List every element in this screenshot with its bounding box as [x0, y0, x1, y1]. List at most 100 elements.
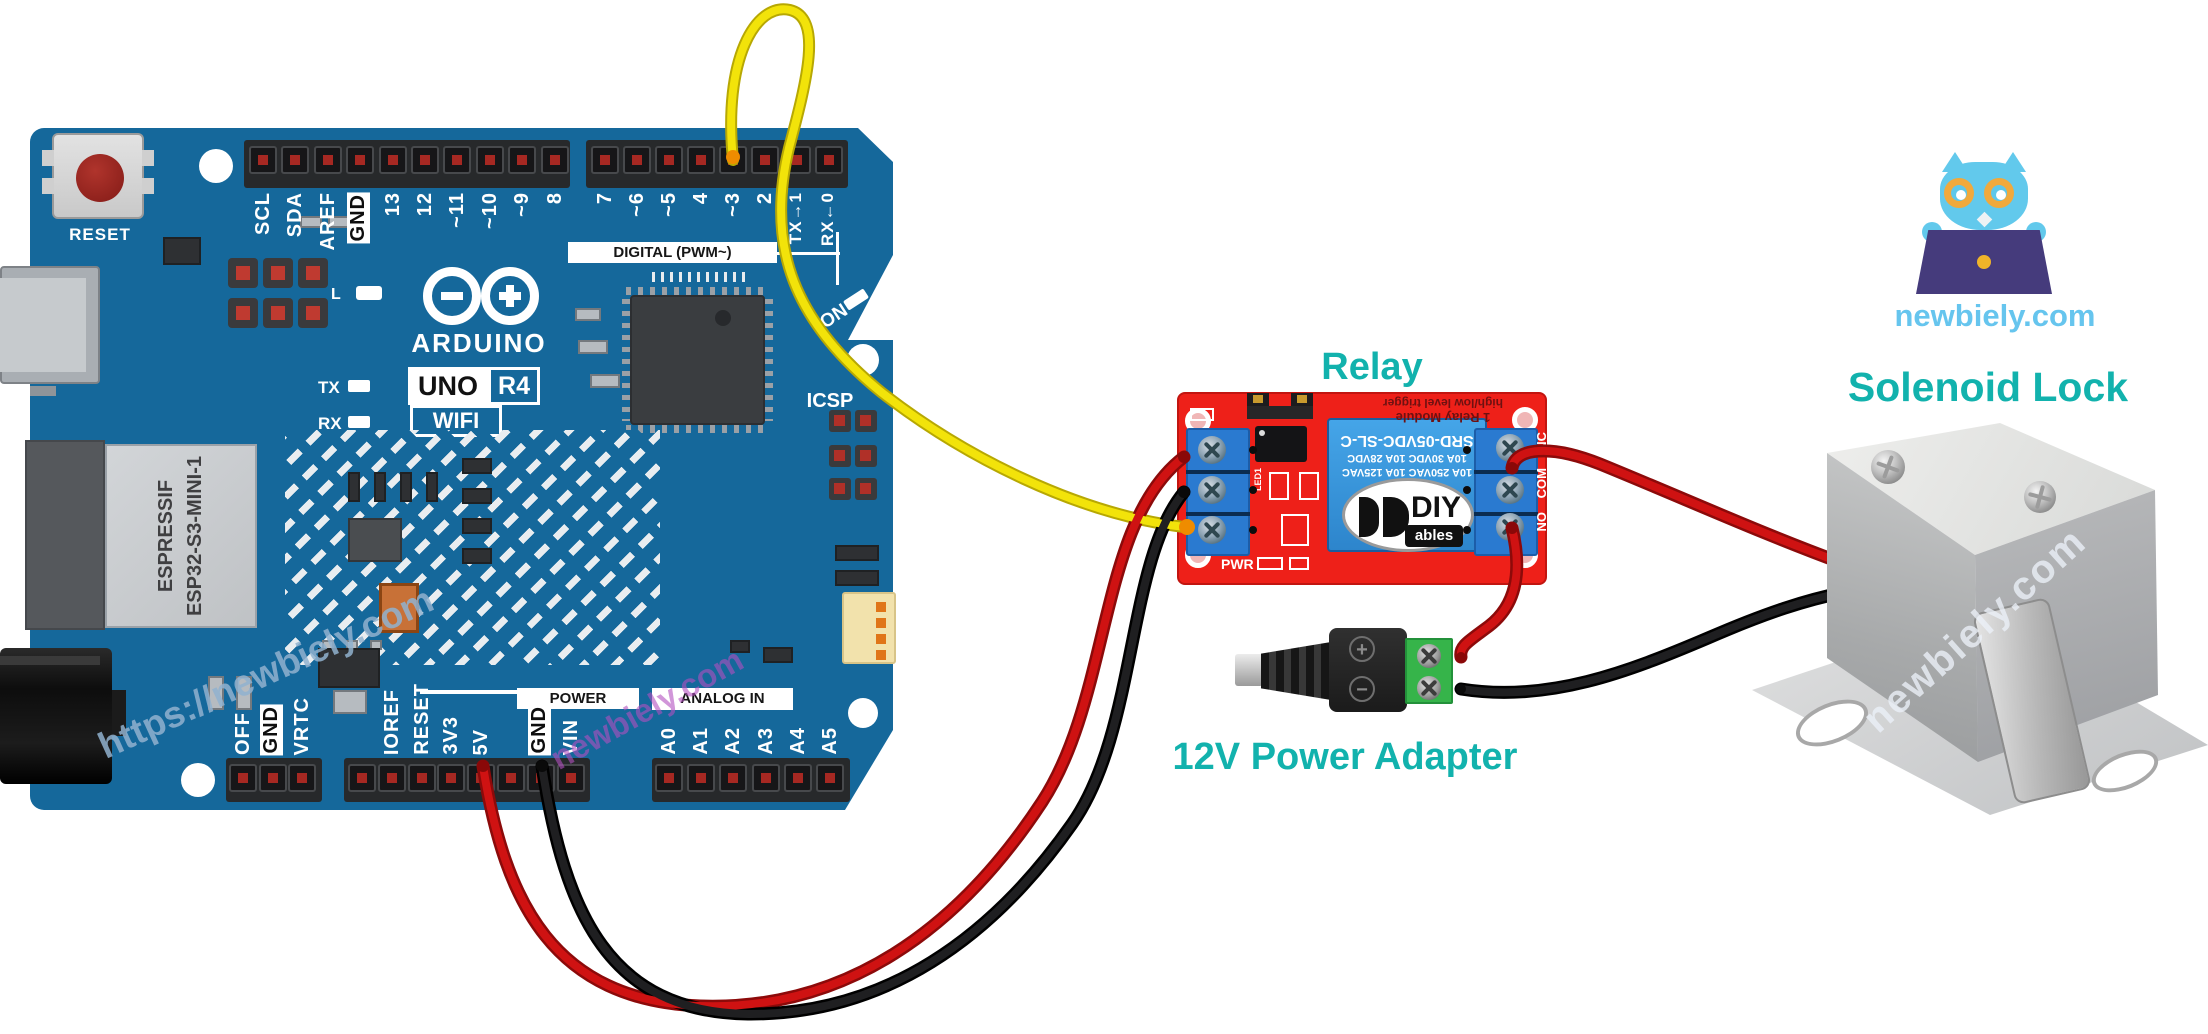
- newbiely-logo: newbiely.com: [1880, 150, 2110, 333]
- terminal-screw: [1198, 516, 1226, 544]
- smd-component: [426, 472, 438, 502]
- r4-badge: R4: [488, 367, 540, 405]
- header-pin-A5: [816, 764, 844, 792]
- pin-label-~6: ~6: [626, 192, 648, 217]
- pin-label-IOREF: IOREF: [380, 688, 403, 755]
- contact-label-NC: NC: [1534, 432, 1549, 451]
- arduino-logo-ring-plus: [481, 267, 539, 325]
- smd-component: [575, 308, 601, 321]
- relay-title: Relay: [1321, 346, 1423, 388]
- adapter-title: 12V Power Adapter: [1172, 736, 1518, 778]
- pin-label-RX←0: RX←0: [818, 192, 837, 247]
- header-pin-~5: [655, 146, 683, 174]
- solenoid-title: Solenoid Lock: [1847, 364, 2129, 410]
- smd-component: [462, 488, 492, 504]
- pin-label-~11: ~11: [446, 192, 469, 228]
- debug-header-pin: [263, 258, 293, 288]
- relay-header-line1: 1 Relay Module: [1395, 410, 1491, 425]
- l-led: [356, 286, 382, 300]
- pin-label-~10: ~10: [478, 192, 501, 229]
- lock-screw: [1871, 450, 1905, 484]
- adapter-body: + −: [1329, 628, 1407, 712]
- smd-component: [300, 216, 322, 228]
- pin-label-~3: ~3: [722, 192, 744, 217]
- smd-component: [400, 472, 412, 502]
- silk-box: [1269, 472, 1289, 500]
- rx-led: [348, 416, 370, 428]
- qwiic-pin: [876, 634, 886, 644]
- relay-part-number: SRD-05VDC-SL-C: [1340, 432, 1474, 450]
- reset-label: RESET: [69, 225, 131, 244]
- pin-label-4: 4: [690, 192, 712, 205]
- header-pin-A4: [783, 764, 812, 792]
- silk-ticks: [652, 272, 748, 282]
- debug-header-pin: [298, 298, 328, 328]
- header-pin-A3: [751, 764, 780, 792]
- header-pin-~11: [443, 146, 472, 174]
- header-pin-A2: [719, 764, 748, 792]
- silk-box: [1257, 557, 1283, 570]
- header-pin-13: [378, 146, 407, 174]
- qwiic-pin: [876, 602, 886, 612]
- pin-label-12: 12: [414, 192, 436, 217]
- silk-line: [777, 252, 840, 255]
- mounting-hole: [848, 698, 878, 728]
- contact-label-NO: NO: [1534, 512, 1549, 532]
- smd-transistor: [163, 237, 201, 265]
- icsp-pin: [829, 445, 851, 467]
- solenoid-lock: [1750, 415, 2208, 825]
- mcu-pins: [765, 299, 773, 421]
- header-pin-8: [540, 146, 569, 174]
- relay-header-text: 1 Relay Module high/low level trigger: [1345, 394, 1541, 425]
- mcu-dot: [715, 310, 731, 326]
- pin-label-13: 13: [381, 192, 404, 217]
- owl-eye: [1996, 190, 2006, 200]
- dc-power-jack-tab: [112, 690, 126, 736]
- minus-symbol: −: [1349, 676, 1375, 702]
- arduino-logo-ring-minus: [423, 267, 481, 325]
- header-pin-~10: [475, 146, 504, 174]
- board-corner-cut: [858, 128, 893, 162]
- uno-badge: UNO: [408, 367, 488, 405]
- qwiic-pin: [876, 650, 886, 660]
- pin-label-A0: A0: [658, 727, 680, 755]
- header-pin-GND: [346, 146, 375, 174]
- board-corner-cut: [845, 730, 893, 810]
- silk-box: [1190, 408, 1214, 421]
- silk-box: [1281, 514, 1309, 546]
- barrel-plug-ridges: [1261, 642, 1331, 700]
- header-pin-TX→1: [783, 146, 811, 174]
- pin-label-3V3: 3V3: [440, 716, 463, 755]
- smd-component: [236, 676, 252, 710]
- pin-label-SDA: SDA: [284, 192, 307, 238]
- pin-label-SCL: SCL: [252, 192, 274, 235]
- qwiic-pin: [876, 618, 886, 628]
- on-led: [842, 288, 870, 311]
- pin-label-8: 8: [543, 192, 566, 205]
- mcu-pins: [626, 287, 769, 295]
- header-pin-RX←0: [815, 146, 843, 174]
- laptop-dot: [1977, 255, 1991, 269]
- mounting-hole: [181, 763, 215, 797]
- pin-label-7: 7: [594, 192, 616, 205]
- debug-header-pin: [263, 298, 293, 328]
- icsp-pin: [855, 410, 877, 432]
- arduino-brand: ARDUINO: [411, 328, 547, 358]
- smd-component: [462, 458, 492, 474]
- pin-label-A5: A5: [819, 727, 841, 755]
- reset-button-tab: [142, 150, 154, 166]
- terminal-screw: [1496, 476, 1524, 504]
- smd-component: [578, 340, 608, 354]
- relay-module: LED1 10A 250VAC 10A 125VAC 10A 30VDC 10A…: [1177, 392, 1549, 585]
- diy-text: DIY: [1411, 491, 1462, 524]
- terminal-screw: [1198, 436, 1226, 464]
- relay-header-line2: high/low level trigger: [1382, 396, 1504, 411]
- reset-button-cap: [76, 154, 124, 202]
- pwr-label: PWR: [1221, 556, 1254, 572]
- pin-label-A1: A1: [690, 727, 713, 755]
- contact-label-COM: COM: [1534, 468, 1549, 499]
- header-pin-4: [687, 146, 715, 174]
- via-dot: [1249, 446, 1257, 454]
- pin-label-AREF: AREF: [316, 192, 339, 251]
